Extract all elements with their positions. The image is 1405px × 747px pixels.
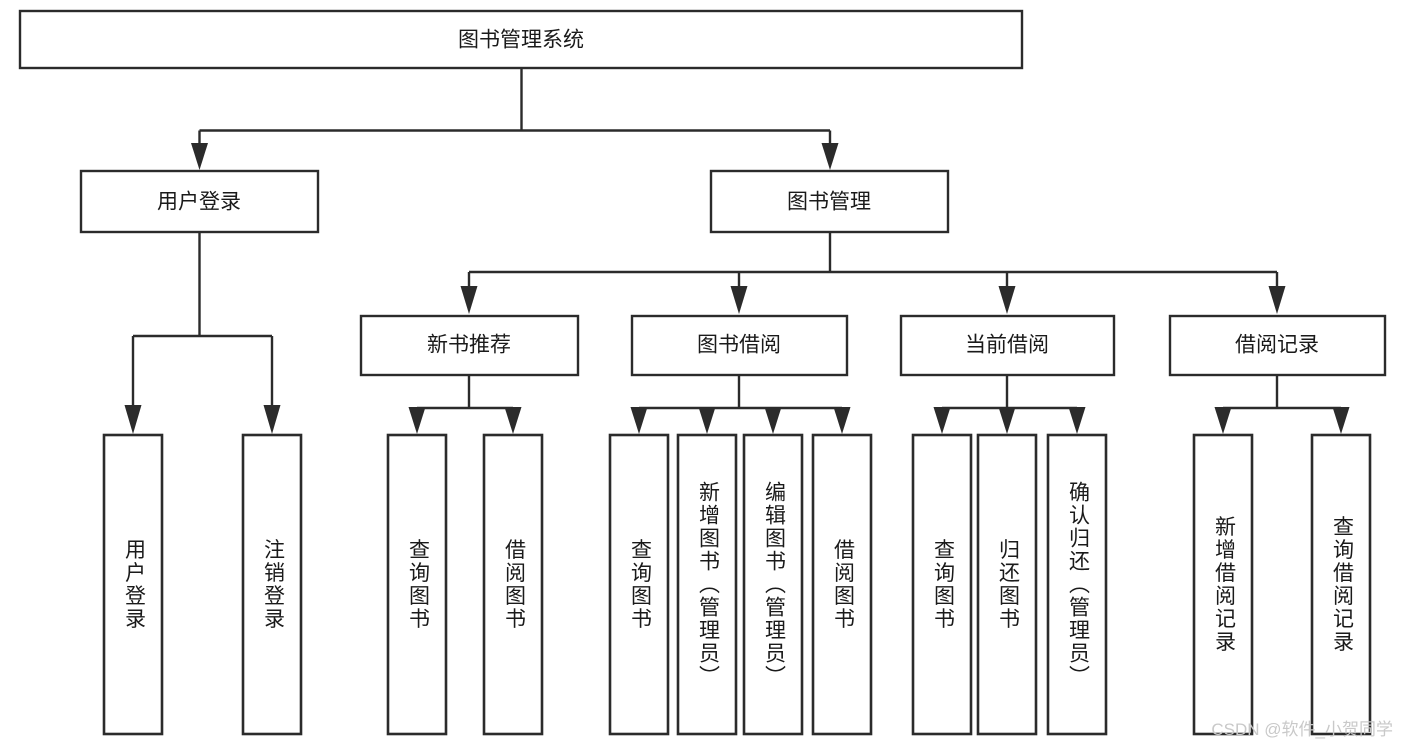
arrowhead-leaf11 [1068,407,1086,434]
arrowhead-records [1268,286,1286,314]
node-leaf6-box[interactable] [676,433,738,736]
arrowhead-current [998,286,1016,314]
node-leaf9-box[interactable] [911,433,973,736]
arrowhead-newbook [460,286,478,314]
edge-group-newbook-to-children [408,375,522,434]
node-leaf10-label: 归还图书 [996,539,1020,631]
arrowhead-leaf10 [998,407,1016,434]
arrowhead-login [191,143,208,170]
node-leaf12-label: 新增借阅记录 [1212,516,1236,654]
edge-login-trunk [131,232,274,410]
node-leaf6[interactable]: 新增图书（管理员） [676,433,738,736]
node-leaf5-label: 查询图书 [628,539,652,631]
edge-records-trunk [1221,375,1343,416]
node-leaf11[interactable]: 确认归还（管理员） [1046,433,1108,736]
edge-group-current-to-children [933,375,1086,434]
node-login-label: 用户登录 [157,191,241,214]
node-login-box[interactable] [79,169,320,234]
node-leaf9[interactable]: 查询图书 [911,433,973,736]
node-root-label: 图书管理系统 [458,29,584,52]
node-borrow-box[interactable] [630,314,849,377]
watermark-text: CSDN @软件_小贺同学 [1211,720,1393,739]
node-leaf7-box[interactable] [742,433,804,736]
node-leaf3-label: 查询图书 [406,539,430,631]
arrowhead-borrow [730,286,748,314]
node-leaf8-box[interactable] [811,433,873,736]
node-leaf11-label: 确认归还（管理员） [1066,481,1090,688]
node-borrow[interactable]: 图书借阅 [630,314,849,377]
node-leaf3[interactable]: 查询图书 [386,433,448,736]
node-leaf4[interactable]: 借阅图书 [482,433,544,736]
node-leaf7-label: 编辑图书（管理员） [762,481,786,688]
node-newbook-box[interactable] [359,314,580,377]
node-leaf2-label: 注销登录 [261,539,285,631]
node-borrow-label: 图书借阅 [697,334,781,357]
arrowhead-leaf7 [764,407,782,434]
arrowhead-leaf1 [124,405,142,434]
node-leaf2-box[interactable] [241,433,303,736]
edge-group-bookmgmt-to-children [460,232,1286,314]
edge-group-borrow-to-children [630,375,851,434]
node-leaf8[interactable]: 借阅图书 [811,433,873,736]
node-leaf4-box[interactable] [482,433,544,736]
edge-root-trunk [198,68,832,150]
node-login[interactable]: 用户登录 [79,169,320,234]
node-leaf10-box[interactable] [976,433,1038,736]
edge-bookmgmt-trunk [467,232,1279,292]
node-records-label: 借阅记录 [1235,334,1319,357]
node-leaf9-label: 查询图书 [931,539,955,631]
node-leaf1-label: 用户登录 [122,539,146,631]
node-leaf13-box[interactable] [1310,433,1372,736]
node-leaf7[interactable]: 编辑图书（管理员） [742,433,804,736]
node-leaf13-label: 查询借阅记录 [1330,516,1354,654]
node-leaf11-box[interactable] [1046,433,1108,736]
arrowhead-leaf2 [263,405,281,434]
node-newbook-label: 新书推荐 [427,334,511,357]
node-leaf1-box[interactable] [102,433,164,736]
edge-group-records-to-children [1214,375,1350,434]
node-current-label: 当前借阅 [965,334,1049,357]
arrowhead-leaf5 [630,407,648,434]
node-leaf4-label: 借阅图书 [502,539,526,631]
edge-newbook-trunk [415,375,515,416]
edge-group-root-to-level2 [191,68,839,170]
node-leaf8-label: 借阅图书 [831,539,855,631]
arrowhead-bookmgmt [821,143,839,170]
node-bookmgmt-box[interactable] [709,169,950,234]
arrowhead-leaf4 [504,407,522,434]
arrowhead-leaf12 [1214,407,1232,434]
node-current[interactable]: 当前借阅 [899,314,1116,377]
node-leaf2[interactable]: 注销登录 [241,433,303,736]
node-root-box[interactable] [18,9,1024,70]
node-leaf13[interactable]: 查询借阅记录 [1310,433,1372,736]
node-current-box[interactable] [899,314,1116,377]
node-newbook[interactable]: 新书推荐 [359,314,580,377]
node-leaf12-box[interactable] [1192,433,1254,736]
arrowhead-leaf3 [408,407,426,434]
node-leaf12[interactable]: 新增借阅记录 [1192,433,1254,736]
node-leaf3-box[interactable] [386,433,448,736]
arrowhead-leaf9 [933,407,951,434]
arrowhead-leaf8 [833,407,851,434]
arrowhead-leaf6 [698,407,716,434]
node-leaf5-box[interactable] [608,433,670,736]
node-leaf5[interactable]: 查询图书 [608,433,670,736]
node-leaf10[interactable]: 归还图书 [976,433,1038,736]
node-bookmgmt[interactable]: 图书管理 [709,169,950,234]
edge-group-login-to-children [124,232,281,434]
node-records[interactable]: 借阅记录 [1168,314,1387,377]
node-leaf1[interactable]: 用户登录 [102,433,164,736]
node-records-box[interactable] [1168,314,1387,377]
node-root[interactable]: 图书管理系统 [18,9,1024,70]
node-bookmgmt-label: 图书管理 [787,191,871,214]
arrowhead-leaf13 [1332,407,1350,434]
node-leaf6-label: 新增图书（管理员） [696,481,720,688]
edge-borrow-trunk [637,375,844,416]
